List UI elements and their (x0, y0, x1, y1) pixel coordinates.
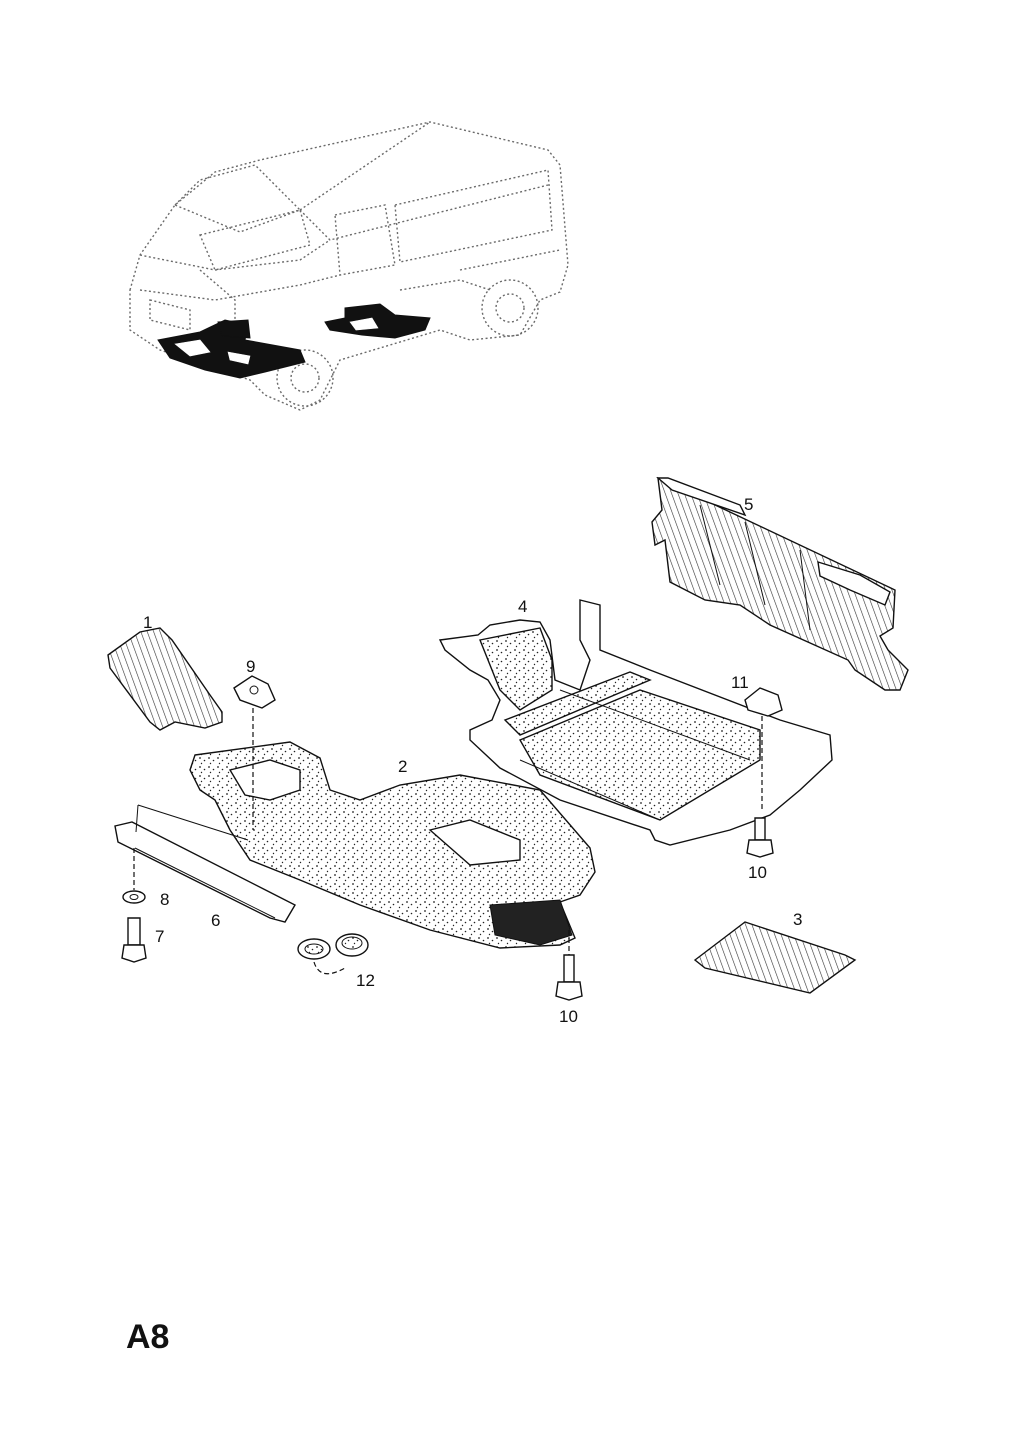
callout-2: 2 (398, 757, 407, 776)
callout-1: 1 (143, 613, 152, 632)
callout-8: 8 (160, 890, 169, 909)
callout-11: 11 (731, 673, 749, 692)
part-12-plugs (297, 933, 369, 975)
part-8-washer (122, 848, 146, 904)
part-6-side-strip (114, 804, 296, 923)
callout-labels: 1 2 3 4 5 6 7 8 9 10 10 11 12 (143, 495, 802, 1026)
callout-7: 7 (155, 927, 164, 946)
part-7-bolt (121, 917, 147, 963)
callout-12: 12 (356, 971, 375, 990)
part-10-bolt-rear (746, 817, 774, 858)
vehicle-overview-illustration (129, 121, 569, 411)
part-11-clip (744, 687, 783, 810)
part-9-clip (233, 675, 276, 830)
callout-5: 5 (744, 495, 753, 514)
callout-10-front: 10 (559, 1007, 578, 1026)
part-1-shield-panel (107, 627, 223, 731)
part-4-center-shield (438, 599, 833, 846)
page-code-label: A8 (126, 1318, 170, 1356)
callout-4: 4 (518, 597, 527, 616)
callout-10-rear: 10 (748, 863, 767, 882)
part-10-bolt-front (555, 930, 583, 1001)
callout-9: 9 (246, 657, 255, 676)
callout-3: 3 (793, 910, 802, 929)
callout-6: 6 (211, 911, 220, 930)
part-5-rear-shield (651, 476, 909, 691)
part-2-main-shield (189, 741, 596, 949)
part-3-shield-panel (693, 921, 857, 994)
